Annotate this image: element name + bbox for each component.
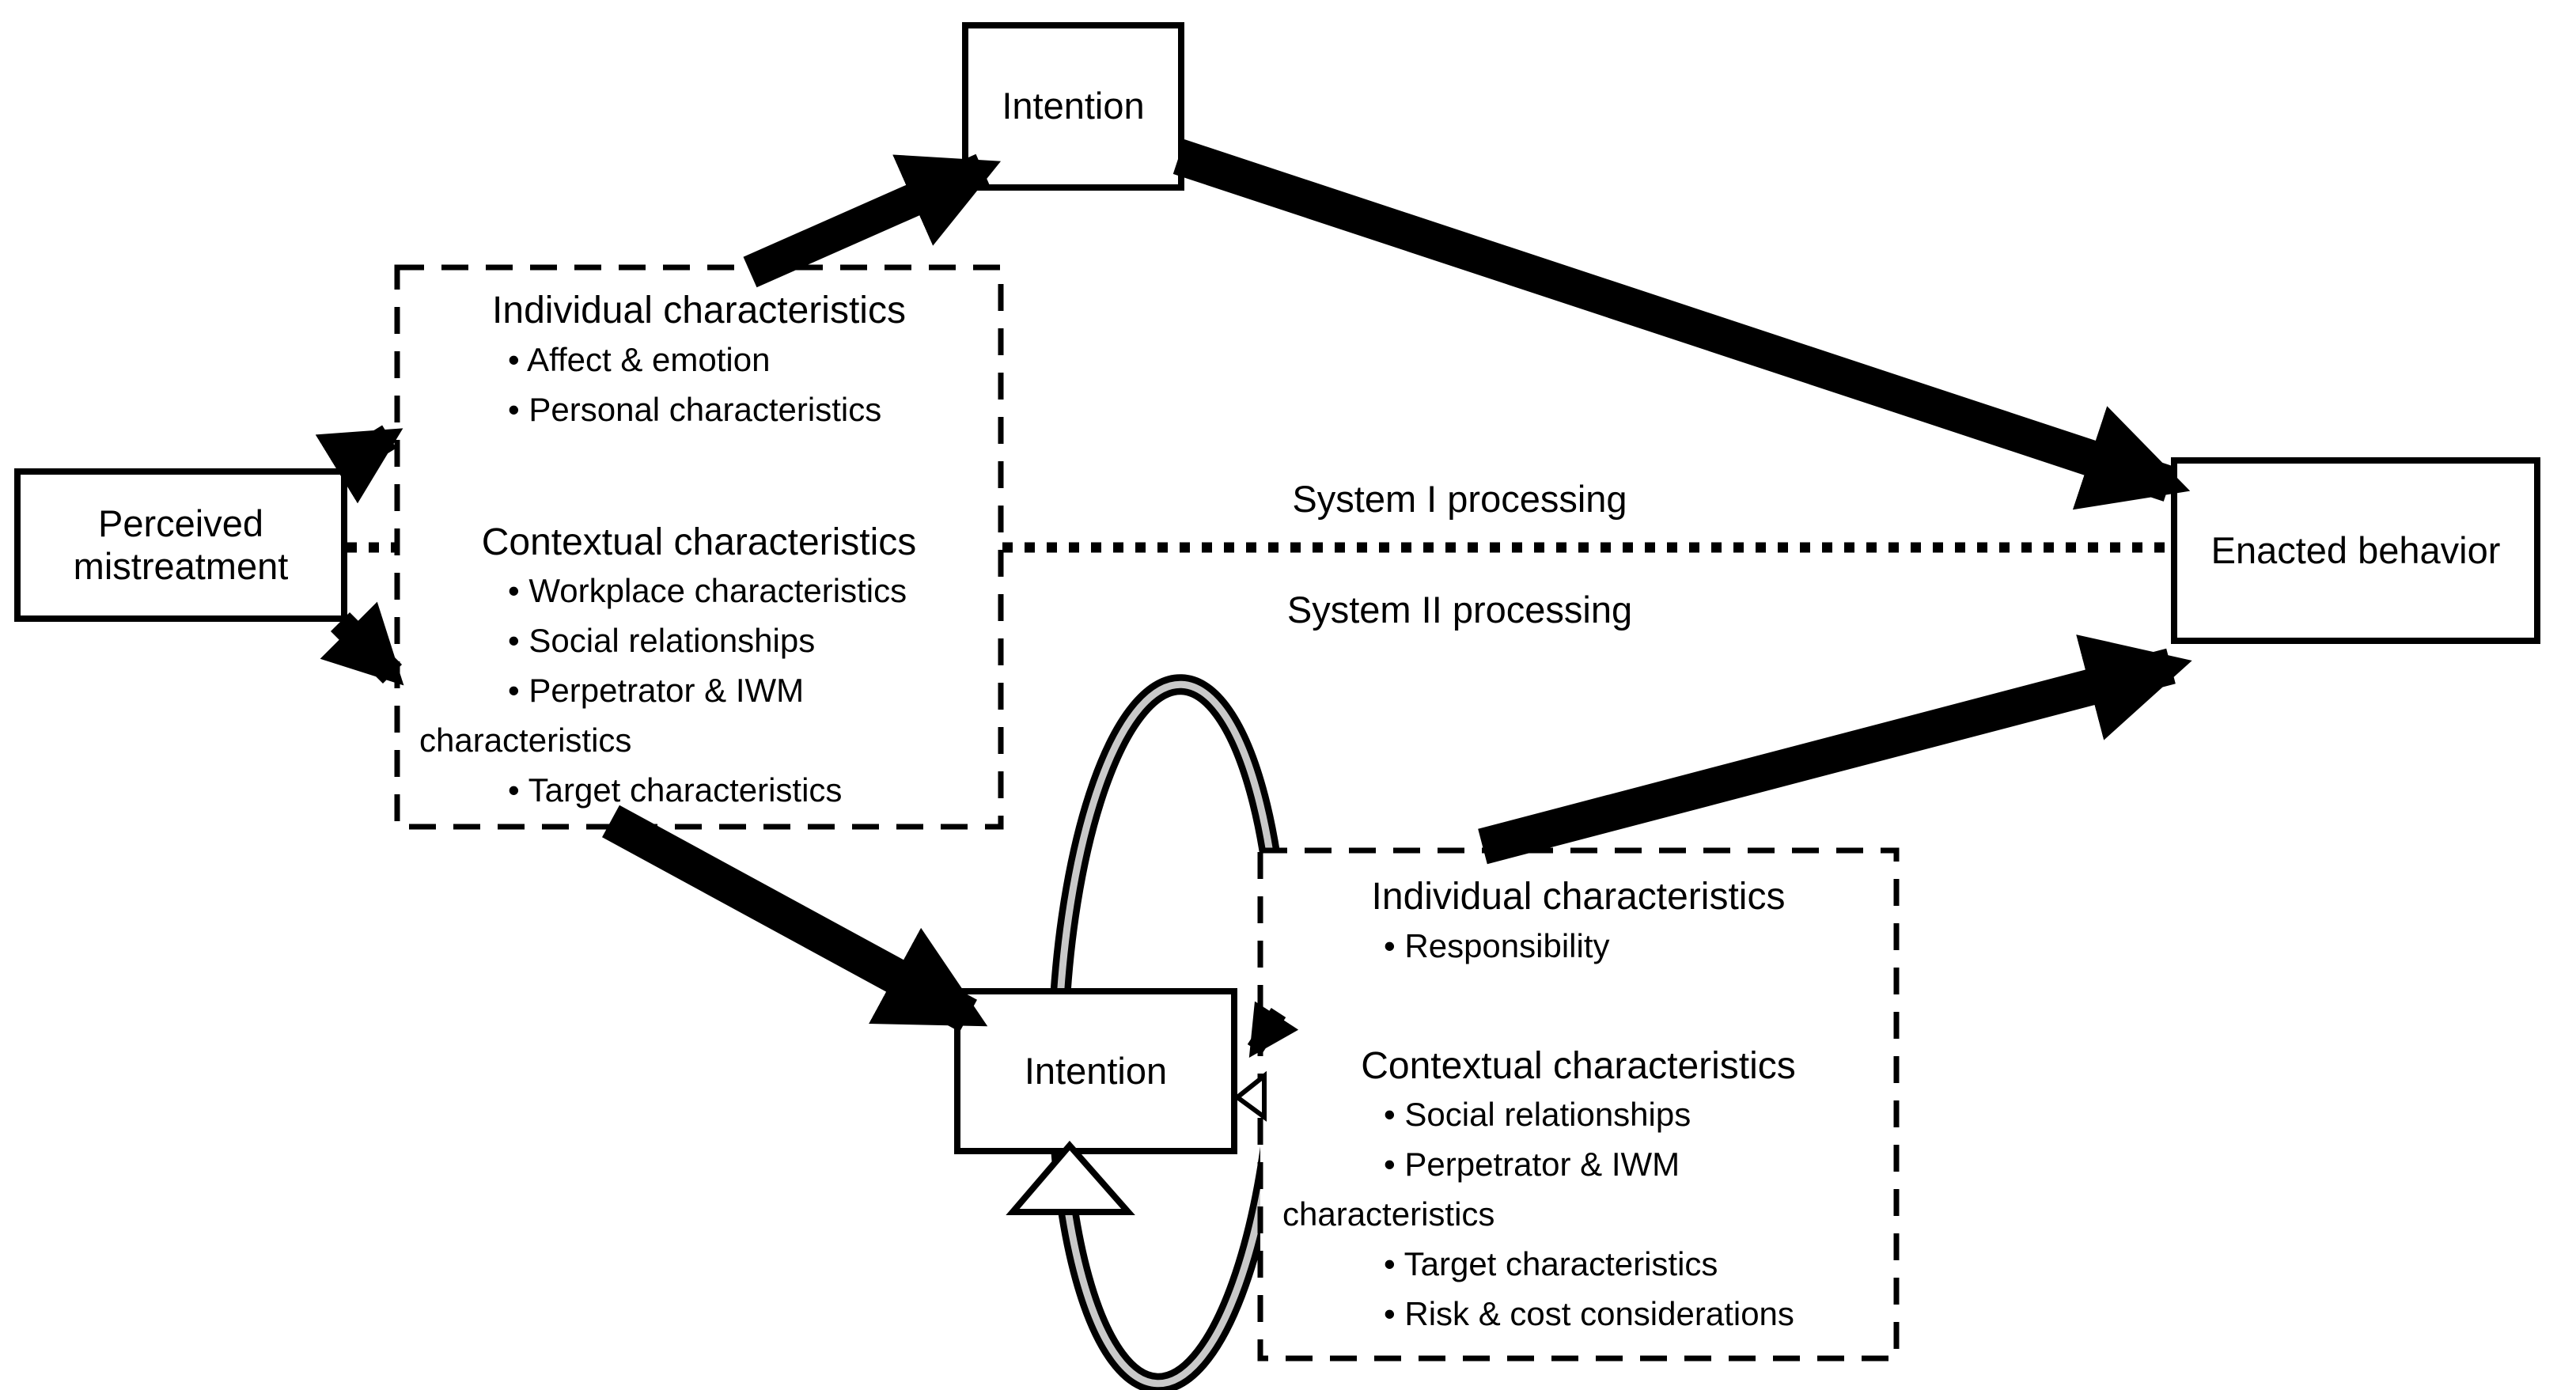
enacted-behavior-box-outline (2171, 457, 2540, 644)
enacted-behavior-label: Enacted behavior (2210, 528, 2501, 571)
list-item: • Target characteristics (508, 771, 843, 809)
top-intention-label: Intention (1002, 85, 1145, 127)
arrow-lower-characteristics-to-enacted-behavior (1478, 634, 2192, 865)
arrow-perceived-to-characteristics-upper (315, 425, 403, 504)
upper-individual-list: • Affect & emotion • Personal characteri… (397, 335, 1001, 434)
top-intention-box-outline (962, 22, 1184, 191)
lower-contextual-list: • Social relationships • Perpetrator & I… (1260, 1089, 1896, 1339)
system-two-label: System II processing (1286, 588, 1633, 631)
lower-contextual-heading: Contextual characteristics (1361, 1044, 1796, 1087)
upper-characteristics-box: Individual characteristics • Affect & em… (397, 267, 1001, 827)
arrow-perceived-to-characteristics-lower (320, 601, 404, 686)
lower-individual-heading: Individual characteristics (1371, 876, 1786, 918)
perceived-mistreatment-label: Perceived mistreatment (73, 502, 289, 587)
arrow-lower-characteristics-to-bottom-intention (1247, 1001, 1299, 1059)
top-intention-box: Intention (965, 25, 1181, 187)
arrow-top-intention-to-enacted-behavior (1172, 139, 2191, 510)
loop-open-arrowhead-into-intention-side (1233, 1070, 1267, 1122)
list-item: • Personal characteristics (508, 390, 882, 428)
list-item: • Perpetrator & IWM characteristics (419, 672, 805, 759)
loop-open-arrowhead-into-intention-bottom (1006, 1140, 1135, 1215)
system-one-label: System I processing (1292, 477, 1627, 520)
perceived-mistreatment-box-outline (14, 468, 347, 622)
bottom-intention-label: Intention (1024, 1049, 1168, 1092)
list-item: • Affect & emotion (508, 340, 771, 378)
upper-contextual-heading: Contextual characteristics (481, 521, 917, 563)
list-item: • Social relationships (508, 622, 816, 660)
upper-characteristics-box-outline (394, 264, 1004, 830)
bottom-intention-box: Intention (957, 991, 1234, 1151)
list-item: • Workplace characteristics (508, 572, 907, 610)
perceived-mistreatment-box: Perceived mistreatment (17, 472, 344, 619)
upper-individual-heading: Individual characteristics (492, 290, 906, 331)
enacted-behavior-box: Enacted behavior (2174, 460, 2537, 641)
arrow-characteristics-to-top-intention (743, 153, 1002, 288)
upper-contextual-list: • Workplace characteristics • Social rel… (397, 566, 1001, 815)
list-item: • Responsibility (1384, 926, 1610, 964)
list-item: • Perpetrator & IWM characteristics (1282, 1146, 1680, 1233)
lower-characteristics-box: Individual characteristics • Responsibil… (1260, 850, 1896, 1358)
list-item: • Social relationships (1384, 1096, 1691, 1134)
arrow-characteristics-to-bottom-intention (602, 805, 988, 1032)
list-item: • Target characteristics (1384, 1245, 1718, 1283)
bottom-intention-box-outline (954, 988, 1237, 1154)
list-item: • Risk & cost considerations (1384, 1295, 1794, 1333)
lower-characteristics-box-outline (1257, 847, 1900, 1362)
lower-individual-list: • Responsibility (1260, 921, 1896, 971)
